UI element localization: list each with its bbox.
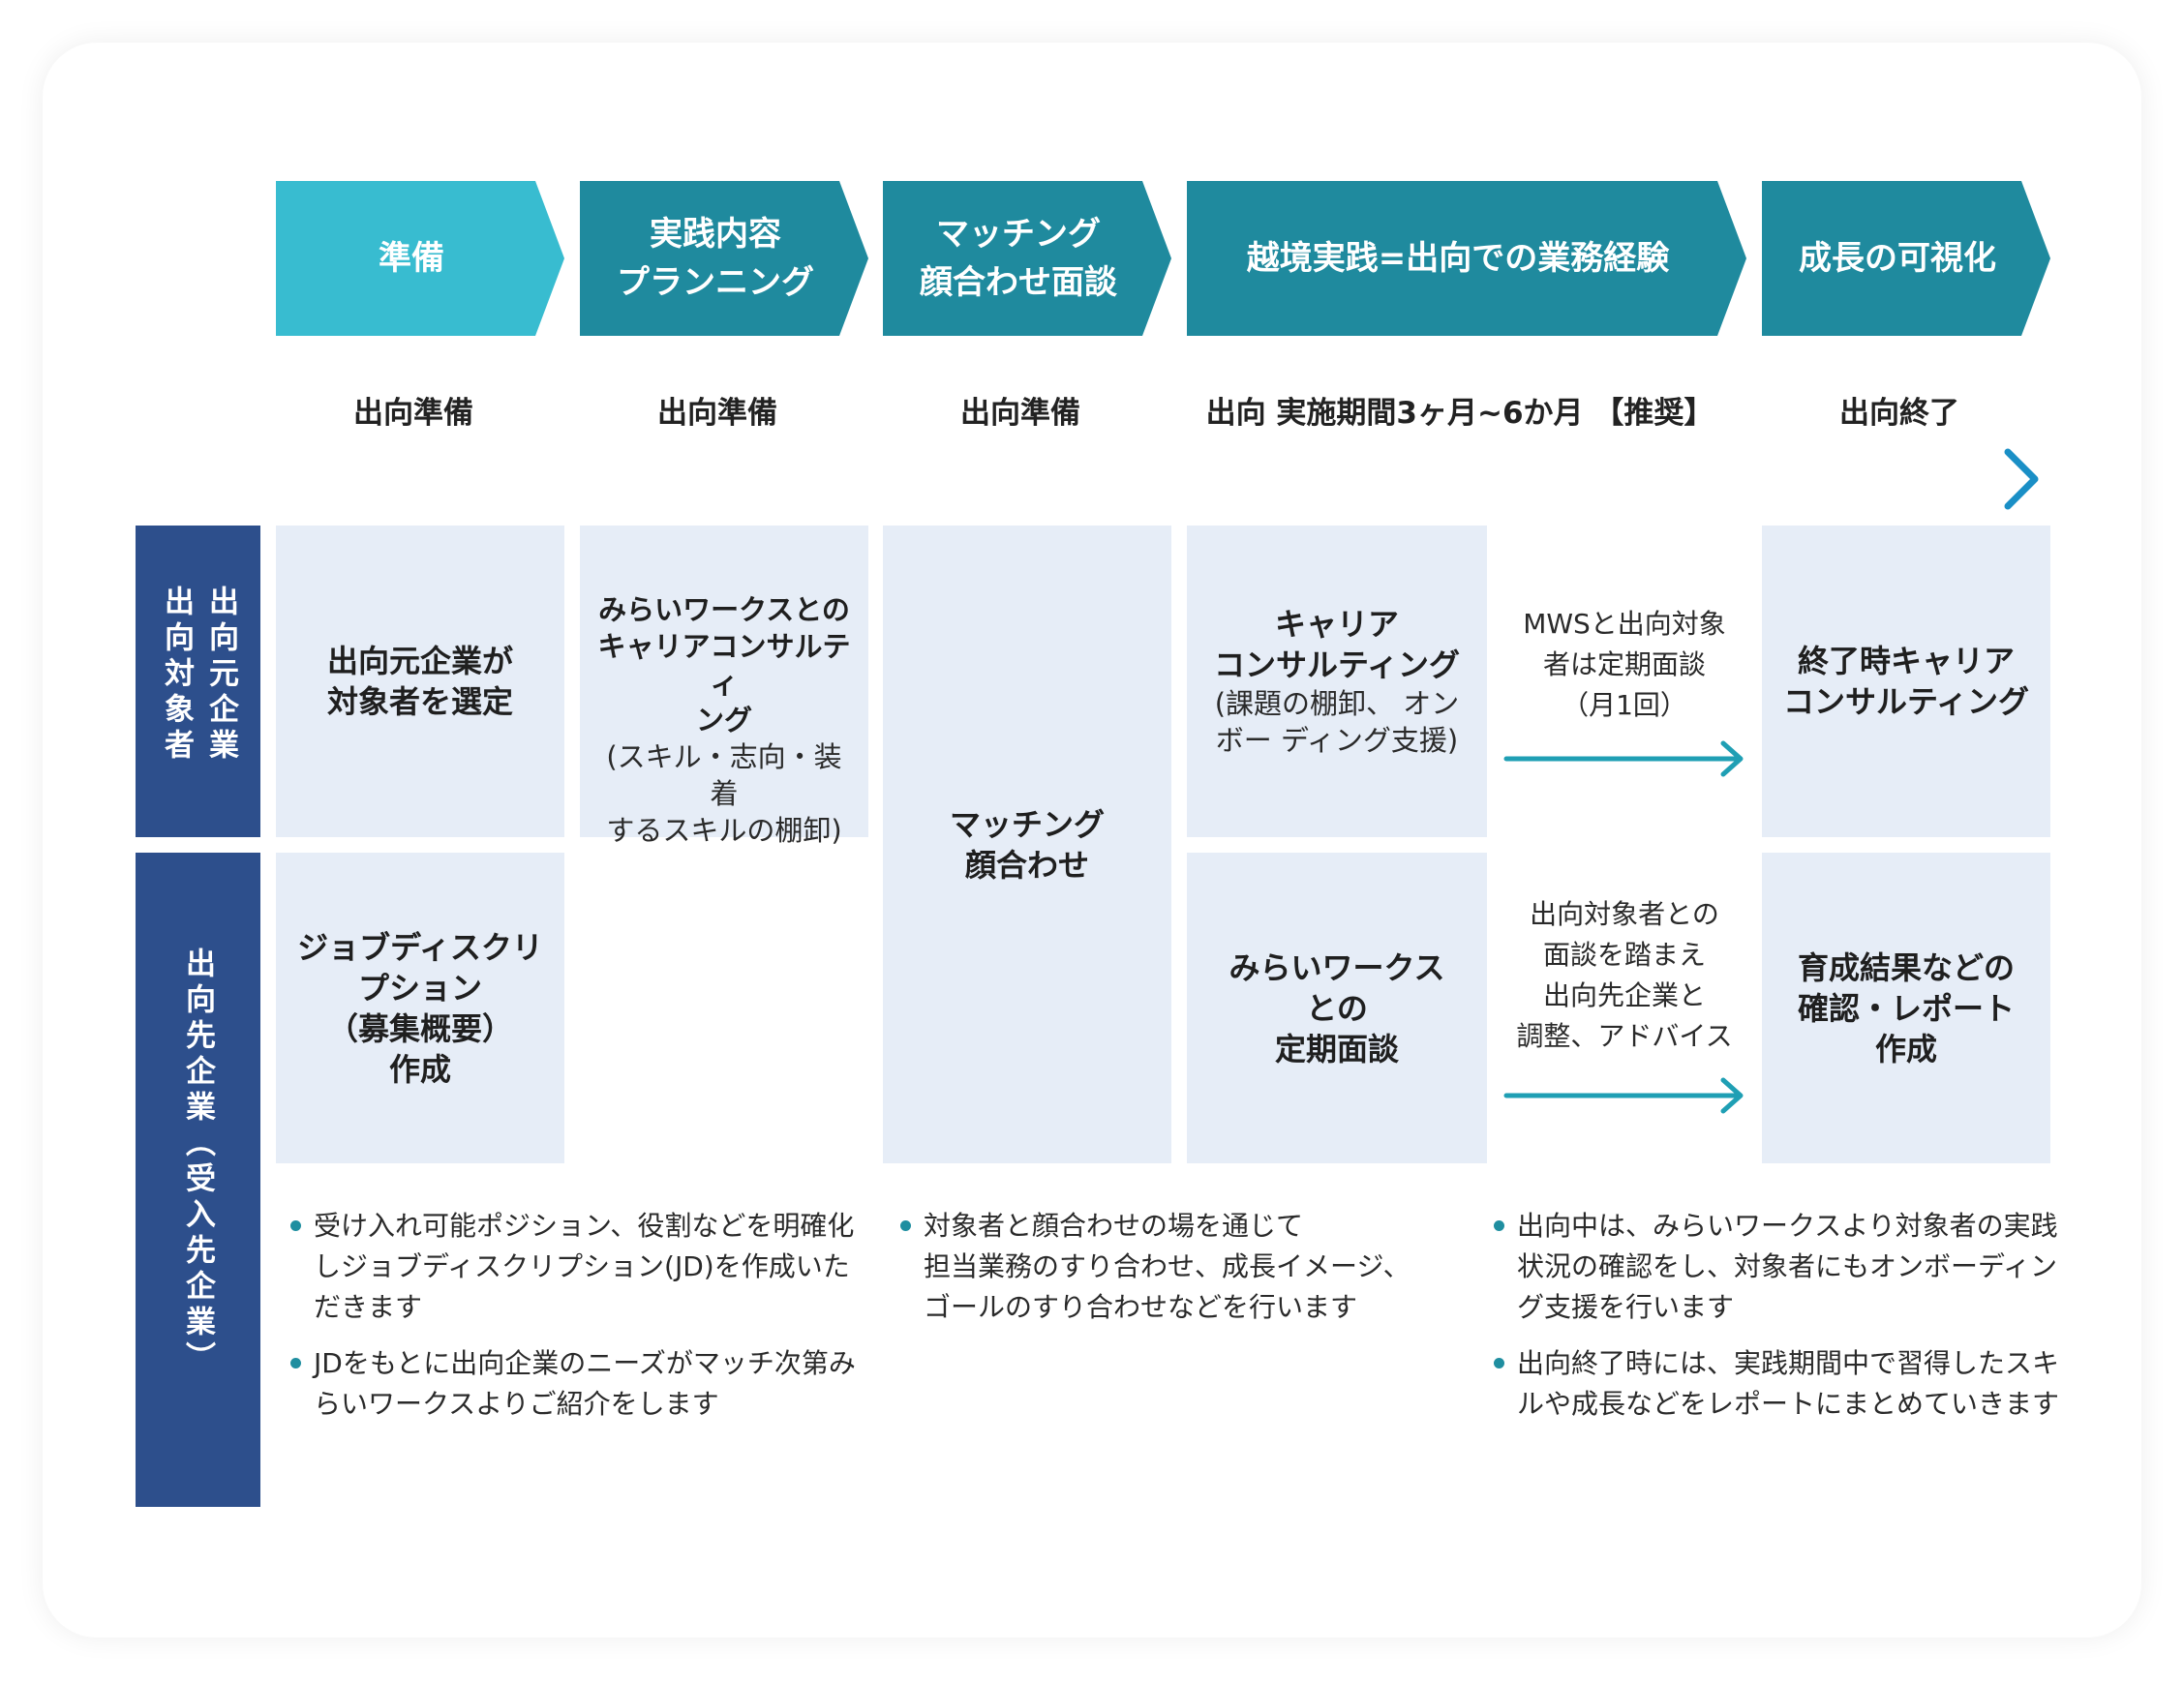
cell-final-career-consult: 終了時キャリア コンサルティング [1762, 526, 2050, 837]
bullet-left-2: JDをもとに出向企業のニーズがマッチ次第み らいワークスよりご紹介をします [290, 1343, 871, 1425]
cell-job-description-text: ジョブディスクリ プション （募集概要） 作成 [297, 928, 543, 1088]
bullets-right: 出向中は、みらいワークスより対象者の実践 状況の確認をし、対象者にもオンボーディ… [1494, 1206, 2075, 1440]
phase-sub-matching: 出向準備 [960, 395, 1080, 431]
phase-chevron-prep: 準備 [276, 181, 564, 336]
row-label-source-company: 出向元企業 [203, 586, 238, 765]
cell-growth-report-text: 育成結果などの 確認・レポート 作成 [1797, 948, 2015, 1068]
cell-career-consult-practice-detail: (課題の棚卸、 オン ボー ディング支援) [1214, 687, 1460, 757]
cell-career-consult-planning: みらいワークスとの キャリアコンサルティ ング (スキル・志向・装着 するスキル… [580, 526, 868, 847]
connector-arrow-top [1503, 740, 1744, 777]
connector-arrow-bottom [1503, 1077, 1744, 1114]
cell-select-target-text: 出向元企業が 対象者を選定 [326, 643, 513, 720]
phase-chevron-visualize: 成長の可視化 [1762, 181, 2050, 336]
cell-matching: マッチング 顔合わせ [883, 526, 1171, 1163]
note-monthly-meeting: MWSと出向対象 者は定期面談 （月1回） [1523, 608, 1726, 721]
cell-select-target: 出向元企業が 対象者を選定 [276, 526, 564, 837]
cell-career-consult-practice-title: キャリア コンサルティング [1213, 606, 1461, 683]
cell-regular-meeting-text: みらいワークス との 定期面談 [1228, 948, 1445, 1068]
row-label-source: 出向元企業 出向対象者 [136, 526, 260, 837]
row-label-destination-text: 出向先企業（受入先企業） [180, 947, 215, 1377]
cell-career-consult-planning-detail: (スキル・志向・装着 するスキルの棚卸) [606, 740, 842, 847]
note-adjust-advice: 出向対象者との 面談を踏まえ 出向先企業と 調整、アドバイス [1516, 898, 1733, 1052]
phase-chevron-planning: 実践内容 プランニング [580, 181, 868, 336]
row-label-source-person: 出向対象者 [159, 586, 194, 765]
phase-sub-practice: 出向 実施期間3ヶ月~6か月 【推奨】 [1205, 395, 1714, 431]
phase-chevron-practice: 越境実践=出向での業務経験 [1187, 181, 1746, 336]
bullet-left-1: 受け入れ可能ポジション、役割などを明確化 しジョブディスクリプション(JD)を作… [290, 1206, 871, 1328]
phase-sub-prep: 出向準備 [353, 395, 473, 431]
cell-growth-report: 育成結果などの 確認・レポート 作成 [1762, 853, 2050, 1163]
row-label-destination: 出向先企業（受入先企業） [136, 853, 260, 1507]
phase-chevron-matching: マッチング 顔合わせ面談 [883, 181, 1171, 336]
cell-regular-meeting: みらいワークス との 定期面談 [1187, 853, 1487, 1163]
phase-sub-visualize: 出向終了 [1839, 395, 1959, 431]
cell-career-consult-practice: キャリア コンサルティング (課題の棚卸、 オン ボー ディング支援) [1187, 526, 1487, 837]
phase-sub-planning: 出向準備 [657, 395, 777, 431]
bullet-right-2: 出向終了時には、実践期間中で習得したスキ ルや成長などをレポートにまとめていきま… [1494, 1343, 2075, 1425]
bullet-middle-1: 対象者と顔合わせの場を通じて 担当業務のすり合わせ、成長イメージ、 ゴールのすり… [900, 1206, 1442, 1328]
cell-career-consult-planning-title: みらいワークスとの キャリアコンサルティ ング [597, 593, 851, 737]
timeline-arrow [227, 448, 2039, 510]
cell-matching-text: マッチング 顔合わせ [949, 805, 1105, 884]
bullets-left: 受け入れ可能ポジション、役割などを明確化 しジョブディスクリプション(JD)を作… [290, 1206, 871, 1440]
cell-final-career-consult-text: 終了時キャリア コンサルティング [1782, 643, 2030, 720]
cell-job-description: ジョブディスクリ プション （募集概要） 作成 [276, 853, 564, 1163]
bullets-middle: 対象者と顔合わせの場を通じて 担当業務のすり合わせ、成長イメージ、 ゴールのすり… [900, 1206, 1442, 1343]
bullet-right-1: 出向中は、みらいワークスより対象者の実践 状況の確認をし、対象者にもオンボーディ… [1494, 1206, 2075, 1328]
